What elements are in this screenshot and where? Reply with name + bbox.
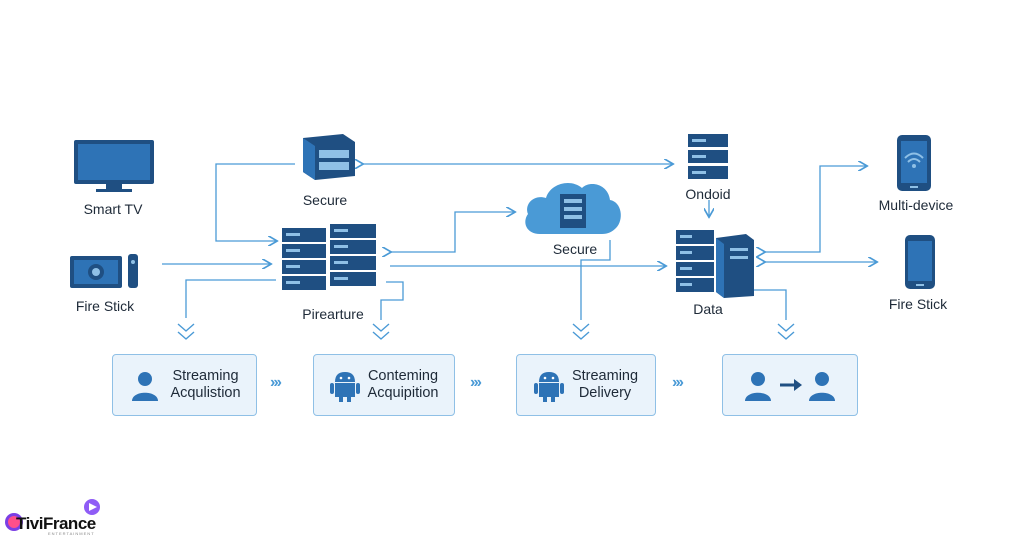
cloud-server-icon: [520, 176, 624, 243]
stage-streaming-acquisition: Streaming Acqulistion: [112, 354, 257, 416]
smart-tv-label: Smart TV: [83, 201, 143, 217]
stage-3-line-2: Delivery: [578, 385, 632, 401]
ondoid-label: Ondoid: [685, 186, 731, 202]
fire-stick-icon: [70, 254, 142, 299]
phone-wifi-icon: [896, 134, 932, 197]
person-icon: [132, 372, 159, 401]
stage-streaming-delivery: Streaming Delivery: [516, 354, 656, 416]
stage-user-handoff: [722, 354, 858, 416]
stage-2-line-2: Acquipition: [367, 385, 439, 401]
smart-tv-icon: [72, 138, 156, 199]
brand-name: TiviFrance: [16, 514, 96, 533]
brand-logo-icon: [4, 498, 104, 543]
server-icon: [295, 132, 357, 189]
multi-device-label: Multi-device: [878, 197, 954, 213]
phone-icon: [904, 234, 936, 295]
stage-3-line-1: Streaming: [571, 368, 639, 384]
server-stack-icon: [280, 222, 380, 301]
chevrons-1: ›››: [270, 374, 282, 391]
fire-stick-right-label: Fire Stick: [888, 296, 948, 312]
stage-1-line-1: Streaming: [172, 368, 239, 384]
android-icon: [533, 372, 564, 402]
rack-server-icon: [688, 134, 728, 185]
fire-stick-left-label: Fire Stick: [75, 298, 135, 314]
secure-cloud-label: Secure: [552, 241, 598, 257]
chevrons-2: ›››: [470, 374, 482, 391]
android-icon: [329, 372, 360, 402]
chevrons-3: ›››: [672, 374, 684, 391]
secure-top-label: Secure: [302, 192, 348, 208]
preraiure-label: Pirearture: [302, 306, 364, 322]
stage-conteming-acquipition: Conteming Acquipition: [313, 354, 455, 416]
stage-1-line-2: Acqulistion: [170, 385, 241, 401]
stage-2-line-1: Conteming: [367, 368, 439, 384]
data-server-icon: [676, 226, 756, 303]
data-label: Data: [693, 301, 723, 317]
brand-tagline: ENTERTAINMENT: [48, 531, 95, 536]
user-transfer-icon: [745, 372, 835, 401]
